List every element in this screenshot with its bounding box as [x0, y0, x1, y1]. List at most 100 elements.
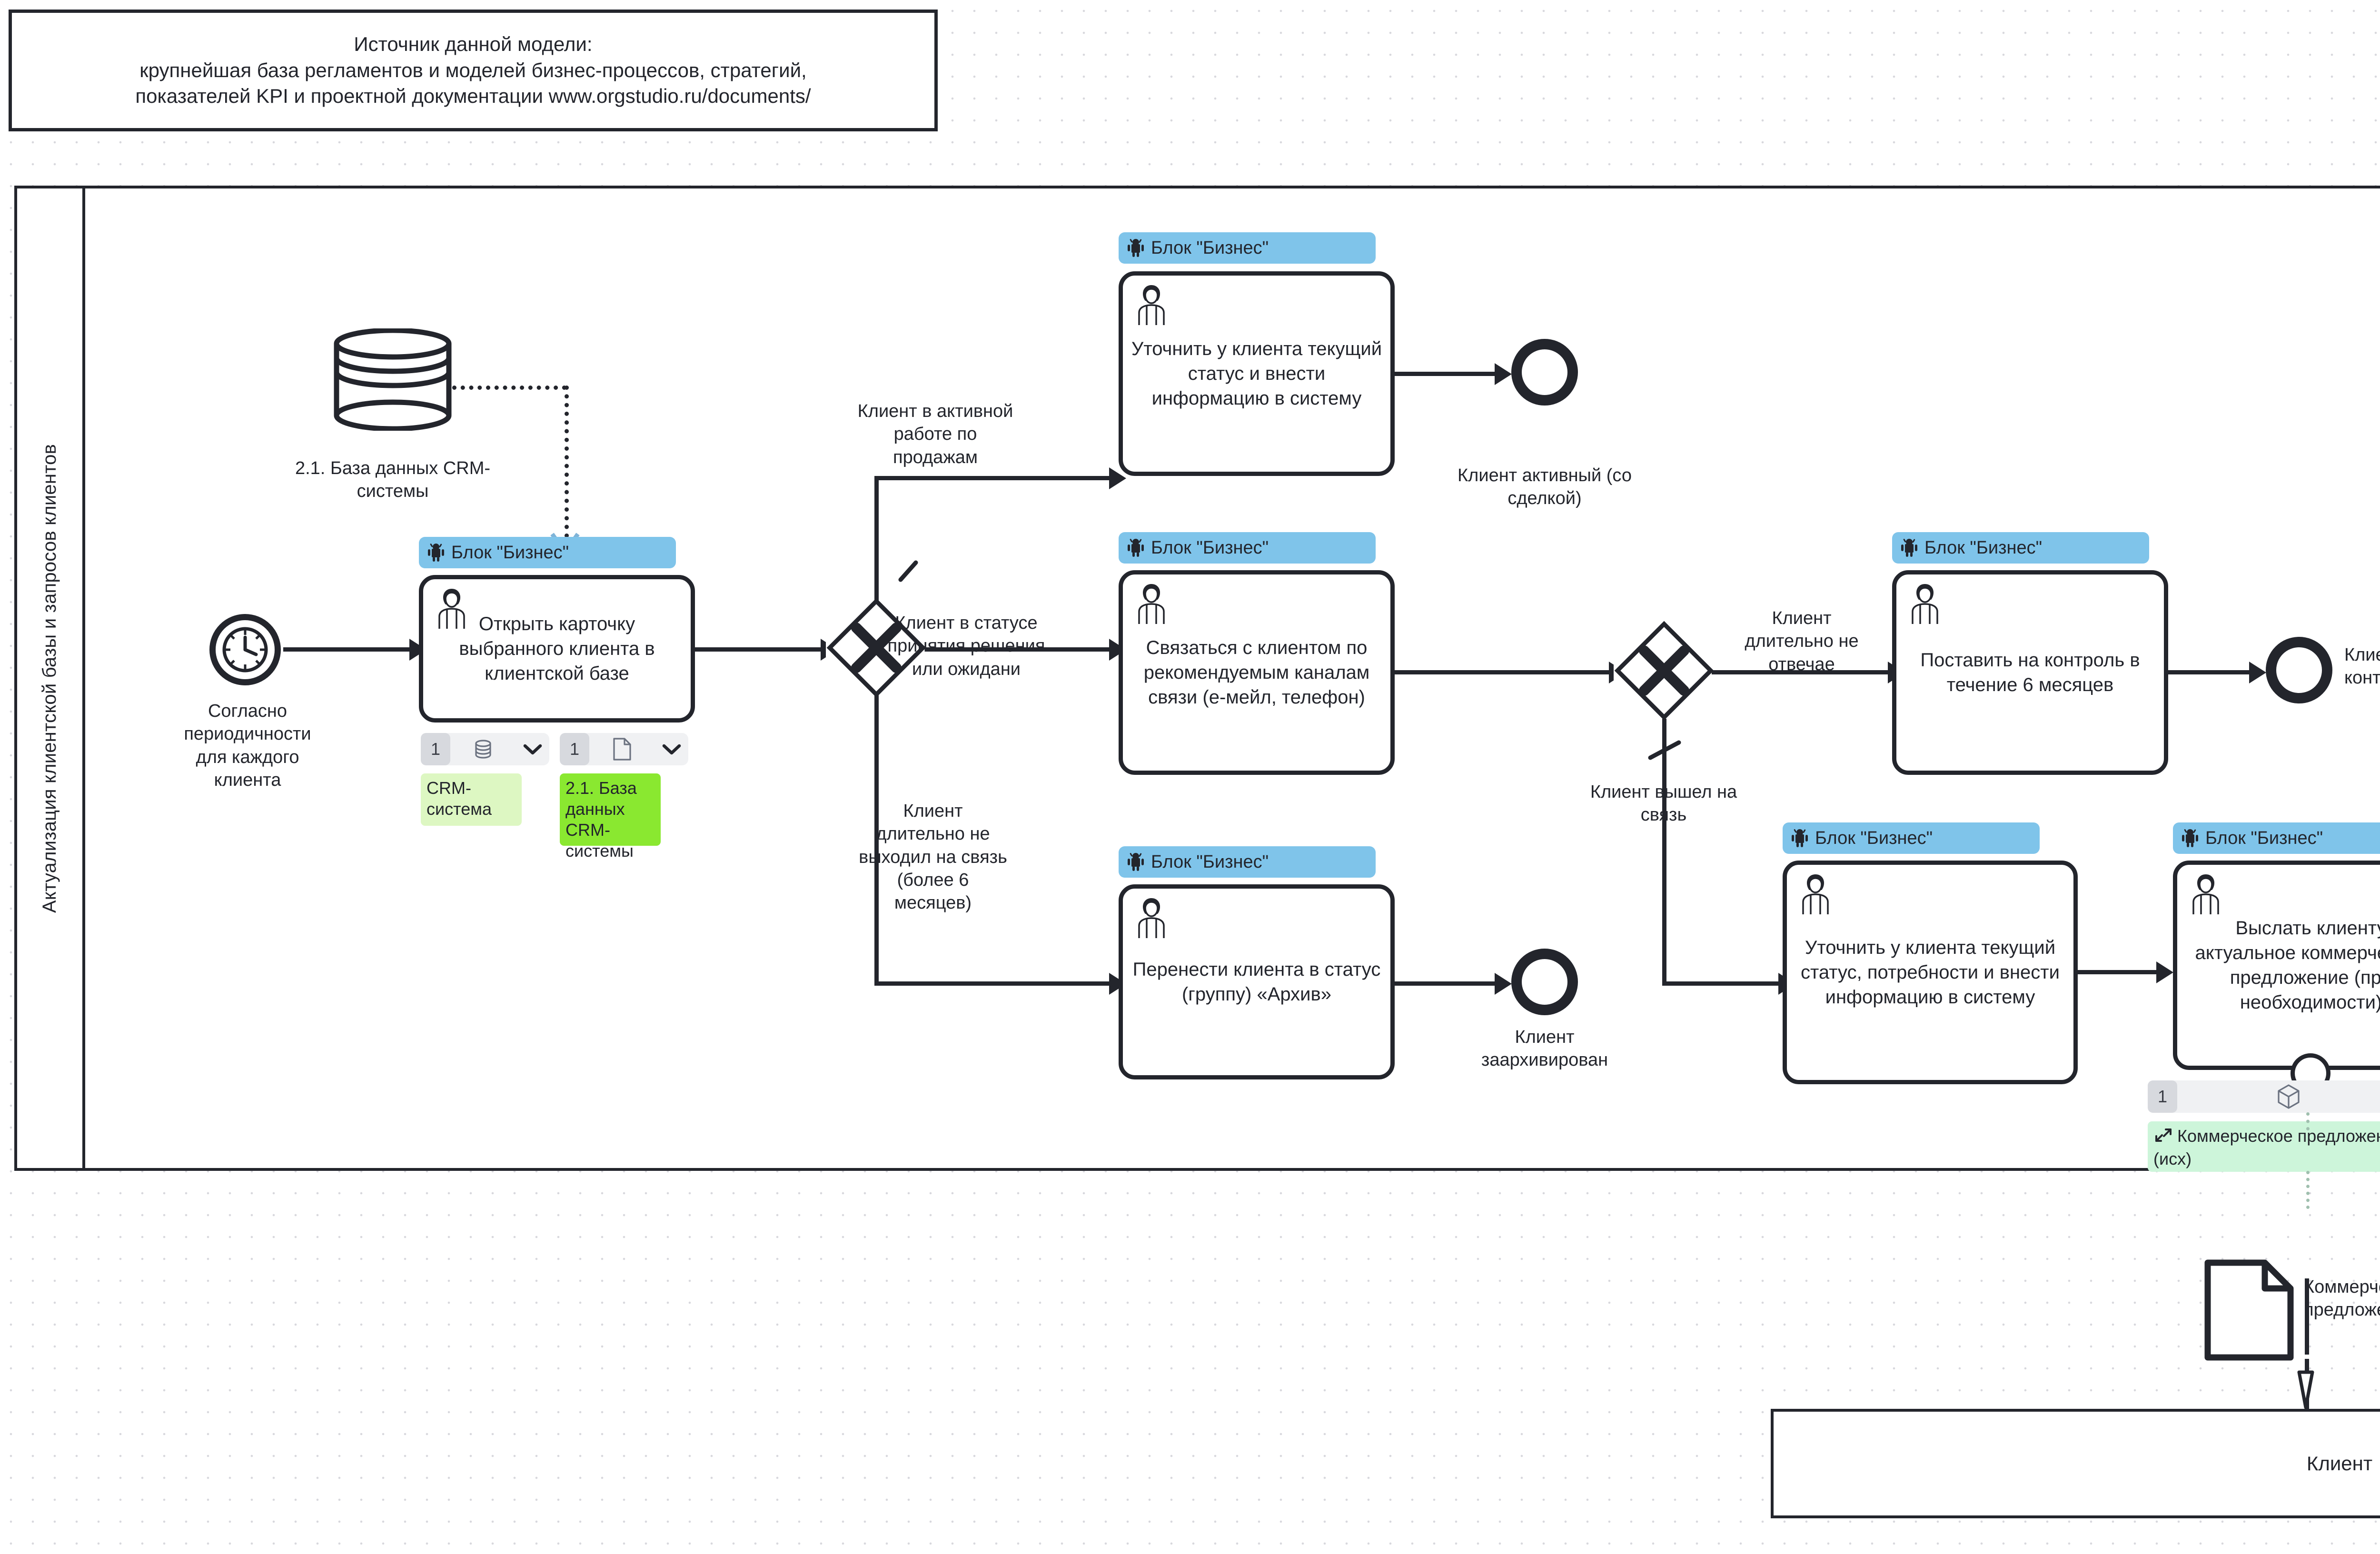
attachment-label-offer-text: Коммерческое предложение (исх) [2153, 1126, 2380, 1168]
system-tag-label: Блок "Бизнес" [1151, 537, 1269, 558]
flow-open-card-to-gateway [695, 647, 823, 652]
flow-contact-to-gateway2 [1395, 670, 1611, 674]
flow-arrow [2156, 961, 2173, 983]
source-note-line-3: показателей KPI и проектной документации… [135, 85, 811, 108]
flow-gateway-bottom-vertical [874, 695, 879, 985]
task-label: Перенести клиента в статус (группу) «Арх… [1132, 959, 1381, 1005]
end-event-caption-archived: Клиент заархивирован [1481, 1027, 1608, 1070]
flow-gateway-top-horizontal [874, 476, 1112, 480]
system-tag-label: Блок "Бизнес" [1924, 537, 2043, 558]
datastore-association-vertical [565, 386, 569, 538]
system-tag-label: Блок "Бизнес" [451, 542, 569, 563]
system-tag-clarify-needs: Блок "Бизнес" [1783, 822, 2040, 854]
cube-box-icon [2177, 1083, 2380, 1110]
task-open-card[interactable]: Открыть карточку выбранного клиента в кл… [419, 575, 695, 723]
source-note-line-2: крупнейшая база регламентов и моделей би… [139, 59, 807, 81]
attachment-chip-crm[interactable]: 1 [421, 733, 549, 765]
flow-label-decision-status: Клиент в статусе принятия решения или ож… [887, 613, 1045, 679]
task-label: Связаться с клиентом по рекомендуемым ка… [1143, 637, 1370, 708]
data-object-label: Коммерческое предложение [2304, 1277, 2380, 1320]
pool-label: Актуализация клиентской базы и запросов … [39, 444, 60, 913]
flow-gateway2-down-vertical [1662, 719, 1666, 985]
flow-control-to-end [2168, 670, 2251, 674]
flow-gateway-middle [925, 647, 1113, 652]
end-event-client-on-control[interactable] [2266, 637, 2332, 703]
user-actor-icon [1912, 584, 1938, 624]
user-actor-icon [2192, 874, 2219, 914]
system-tag-label: Блок "Бизнес" [1151, 238, 1269, 258]
end-event-caption-control: Клиент на контроле [2344, 645, 2380, 688]
flow-label-client-reached: Клиент вышел на связь [1590, 782, 1737, 825]
task-send-offer[interactable]: Выслать клиенту актуальное коммерческое … [2173, 861, 2380, 1070]
android-robot-icon [428, 544, 444, 562]
attachment-count: 1 [421, 733, 450, 765]
task-clarify-status[interactable]: Уточнить у клиента текущий статус и внес… [1119, 271, 1395, 476]
attachment-count: 1 [560, 733, 589, 765]
database-cylinder-icon [333, 327, 452, 432]
task-contact-client[interactable]: Связаться с клиентом по рекомендуемым ка… [1119, 570, 1395, 775]
android-robot-icon [2182, 829, 2198, 847]
android-robot-icon [1128, 239, 1144, 257]
android-robot-icon [1901, 539, 1917, 557]
flow-arrow [1495, 973, 1512, 995]
attachment-chip-offer[interactable]: 1 [2148, 1080, 2380, 1113]
flow-gateway-top-vertical [874, 476, 879, 601]
end-event-caption-active: Клиент активный (со сделкой) [1458, 465, 1632, 509]
flow-label-no-contact: Клиент длительно не выходил на связь (бо… [859, 801, 1007, 913]
system-tag-label: Блок "Бизнес" [1815, 828, 1933, 848]
message-flow-to-client-1 [2305, 1278, 2309, 1355]
system-tag-clarify-status: Блок "Бизнес" [1119, 232, 1376, 264]
flow-label-no-answer: Клиент длительно не отвечае [1745, 608, 1859, 674]
system-tag-move-archive: Блок "Бизнес" [1119, 846, 1376, 878]
task-move-archive[interactable]: Перенести клиента в статус (группу) «Арх… [1119, 884, 1395, 1079]
default-flow-marker-2 [1645, 738, 1687, 764]
attachment-chip-crm-db[interactable]: 1 [560, 733, 688, 765]
flow-gateway2-down-horizontal [1662, 981, 1781, 986]
user-actor-icon [1138, 285, 1165, 325]
user-actor-icon [1138, 898, 1165, 938]
system-tag-label: Блок "Бизнес" [1151, 851, 1269, 872]
gateway-exclusive-contact[interactable] [1614, 620, 1715, 721]
document-page-icon [589, 737, 655, 762]
attachment-label-crm: CRM-система [421, 773, 522, 826]
chevron-down-icon[interactable] [655, 742, 688, 756]
source-note-line-1: Источник данной модели: [354, 33, 593, 56]
offer-association-2 [2306, 1171, 2310, 1209]
flow-gateway-bottom-horizontal [874, 981, 1112, 986]
flow-arrow [1495, 363, 1512, 385]
client-pool-label: Клиент [2306, 1452, 2373, 1475]
start-event-caption: Согласно периодичности для каждого клиен… [184, 701, 311, 790]
end-event-client-archived[interactable] [1511, 949, 1578, 1015]
task-label: Открыть карточку выбранного клиента в кл… [459, 614, 655, 684]
attachment-count: 1 [2148, 1080, 2177, 1113]
system-tag-send-offer: Блок "Бизнес" [2173, 822, 2380, 854]
system-tag-open-card: Блок "Бизнес" [419, 537, 676, 568]
user-actor-icon [1138, 584, 1165, 624]
flow-label-active-sales: Клиент в активной работе по продажам [857, 401, 1013, 467]
gateway-exclusive-status[interactable] [826, 597, 927, 698]
chevron-down-icon[interactable] [516, 742, 549, 756]
expand-arrows-icon [2153, 1127, 2172, 1148]
document-artifact-icon[interactable] [2204, 1259, 2294, 1361]
flow-archive-to-end [1395, 981, 1497, 986]
flow-arrow [2249, 662, 2266, 683]
offer-association-1 [2306, 1112, 2310, 1130]
system-tag-label: Блок "Бизнес" [2205, 828, 2323, 848]
system-tag-set-control: Блок "Бизнес" [1892, 532, 2149, 564]
task-label: Уточнить у клиента текущий статус и внес… [1131, 338, 1382, 409]
end-event-client-active[interactable] [1511, 339, 1578, 406]
source-note-box: Источник данной модели: крупнейшая база … [9, 10, 938, 131]
flow-clarify-to-end-active [1395, 372, 1497, 376]
attachment-label-crm-db: 2.1. База данных CRM-системы [560, 773, 661, 861]
flow-needs-to-offer [2078, 970, 2159, 974]
android-robot-icon [1792, 829, 1808, 847]
client-pool: Клиент [1771, 1409, 2380, 1518]
task-set-control[interactable]: Поставить на контроль в течение 6 месяце… [1892, 570, 2168, 775]
task-clarify-needs[interactable]: Уточнить у клиента текущий статус, потре… [1783, 861, 2078, 1084]
android-robot-icon [1128, 539, 1144, 557]
start-event-timer[interactable] [209, 614, 281, 685]
task-label: Выслать клиенту актуальное коммерческое … [2195, 918, 2380, 1013]
database-stack-icon [450, 737, 516, 761]
message-flow-arrow-open [2294, 1368, 2317, 1414]
task-label: Уточнить у клиента текущий статус, потре… [1801, 937, 2060, 1008]
